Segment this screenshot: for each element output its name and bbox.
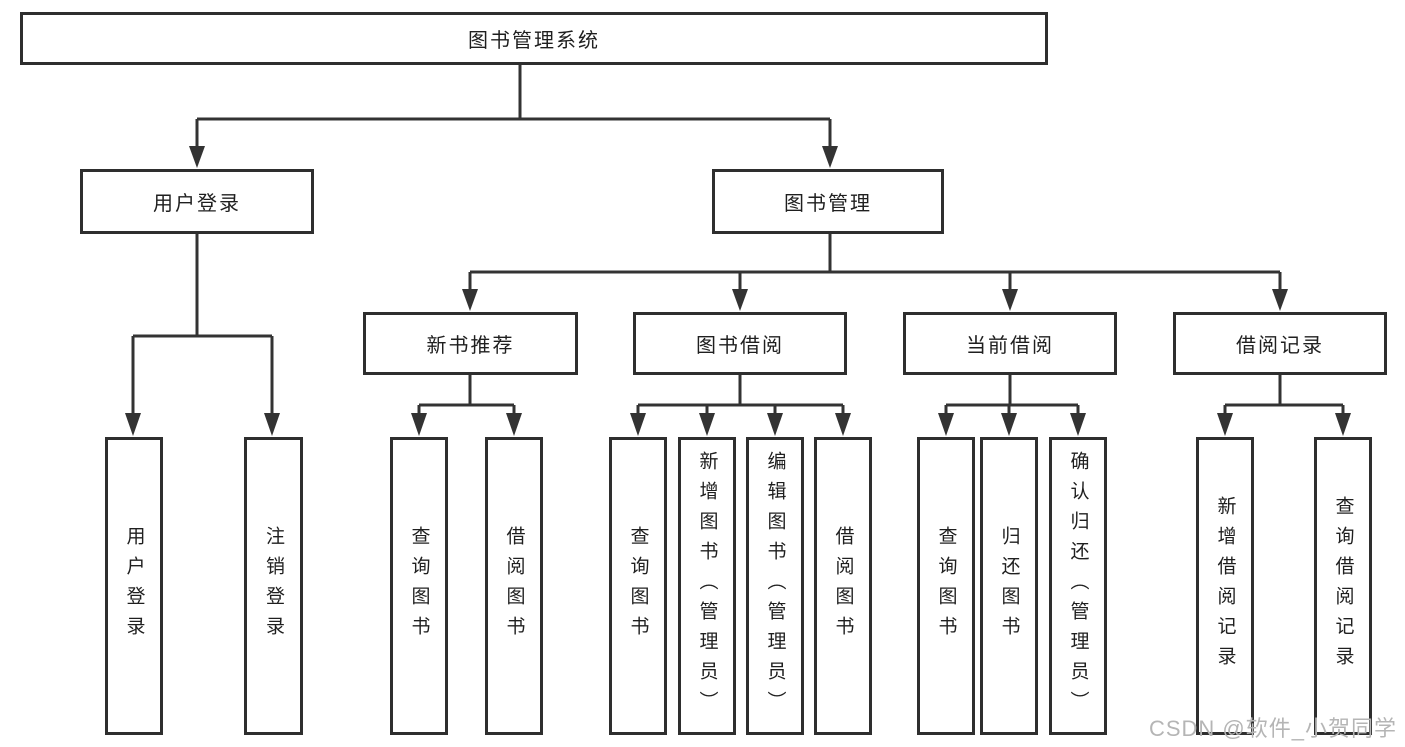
node-root-label: 图书管理系统: [468, 30, 600, 52]
node-book-borrow-label: 图书借阅: [696, 335, 784, 357]
leaf-query-books-recommend: 查询图书: [390, 437, 448, 735]
leaf-query-books-current: 查询图书: [917, 437, 975, 735]
node-borrow-records: 借阅记录: [1173, 312, 1387, 375]
leaf-query-borrow-record: 查询借阅记录: [1314, 437, 1372, 735]
leaf-return-books: 归还图书: [980, 437, 1038, 735]
node-user-login: 用户登录: [80, 169, 314, 234]
node-user-login-label: 用户登录: [153, 193, 241, 215]
node-borrow-records-label: 借阅记录: [1236, 335, 1324, 357]
leaf-edit-books-admin-label: 编辑图书（管理员）: [764, 451, 786, 721]
leaf-borrow-books-recommend-label: 借阅图书: [503, 526, 525, 646]
leaf-logout: 注销登录: [244, 437, 303, 735]
leaf-confirm-return-admin: 确认归还（管理员）: [1049, 437, 1107, 735]
leaf-borrow-books-label: 借阅图书: [832, 526, 854, 646]
node-current-borrow-label: 当前借阅: [966, 335, 1054, 357]
leaf-query-books-current-label: 查询图书: [935, 526, 957, 646]
node-current-borrow: 当前借阅: [903, 312, 1117, 375]
leaf-add-borrow-record: 新增借阅记录: [1196, 437, 1254, 735]
leaf-user-login: 用户登录: [105, 437, 163, 735]
leaf-confirm-return-admin-label: 确认归还（管理员）: [1067, 451, 1089, 721]
node-root: 图书管理系统: [20, 12, 1048, 65]
leaf-query-books-borrow-label: 查询图书: [627, 526, 649, 646]
node-book-borrow: 图书借阅: [633, 312, 847, 375]
leaf-borrow-books: 借阅图书: [814, 437, 872, 735]
leaf-query-books-recommend-label: 查询图书: [408, 526, 430, 646]
leaf-add-books-admin: 新增图书（管理员）: [678, 437, 736, 735]
leaf-add-borrow-record-label: 新增借阅记录: [1214, 496, 1236, 676]
watermark: CSDN @软件_小贺同学: [1148, 716, 1397, 741]
leaf-add-books-admin-label: 新增图书（管理员）: [696, 451, 718, 721]
node-new-book-recommend: 新书推荐: [363, 312, 578, 375]
node-book-management-label: 图书管理: [784, 193, 872, 215]
leaf-return-books-label: 归还图书: [998, 526, 1020, 646]
leaf-query-borrow-record-label: 查询借阅记录: [1332, 496, 1354, 676]
leaf-query-books-borrow: 查询图书: [609, 437, 667, 735]
node-book-management: 图书管理: [712, 169, 944, 234]
leaf-edit-books-admin: 编辑图书（管理员）: [746, 437, 804, 735]
leaf-borrow-books-recommend: 借阅图书: [485, 437, 543, 735]
leaf-logout-label: 注销登录: [263, 526, 284, 646]
leaf-user-login-label: 用户登录: [123, 526, 145, 646]
node-new-book-recommend-label: 新书推荐: [426, 335, 515, 357]
